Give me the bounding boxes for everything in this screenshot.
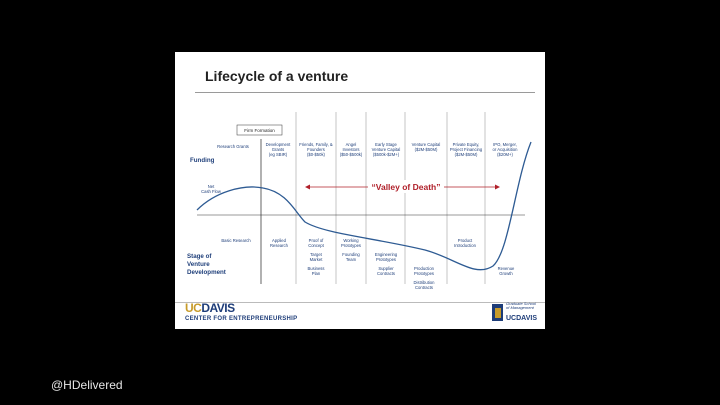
stage-product-1: Product	[458, 238, 473, 243]
funding-development-grants-1: Development	[266, 142, 292, 147]
funding-label: Funding	[190, 157, 215, 164]
net-cash-flow-curve	[196, 141, 532, 271]
funding-pe-2: Project Financing	[450, 147, 483, 152]
lifecycle-diagram: Firm Formation Funding Stage of Venture …	[187, 112, 532, 290]
stage-applied-2: Research	[270, 243, 289, 248]
funding-angel-2: Investors	[343, 147, 360, 152]
sub-distribution-1: Distribution	[414, 280, 436, 285]
funding-vc-2: ($2M-$50M)	[415, 147, 438, 152]
funding-vc-1: Venture Capital	[412, 142, 441, 147]
valley-of-death-label: “Valley of Death”	[372, 182, 441, 192]
stage-poc-2: Concept	[308, 243, 324, 248]
sub-business-1: Business	[308, 266, 325, 271]
stage-basic-research: Basic Research	[221, 238, 251, 243]
funding-early-vc-3: ($500k-$2M+)	[373, 152, 400, 157]
stage-label-line2: Venture	[187, 261, 210, 268]
twitter-handle: @HDelivered	[51, 378, 123, 392]
stage-poc-1: Proof of	[309, 238, 325, 243]
funding-development-grants-2: Grants	[272, 147, 285, 152]
column-dividers	[295, 112, 486, 284]
stage-working-2: Prototypes	[341, 243, 361, 248]
valley-of-death: “Valley of Death”	[305, 180, 500, 193]
funding-fff-3: ($0-$50k)	[307, 152, 326, 157]
sub-production-1: Production	[414, 266, 435, 271]
stage-label-line3: Development	[187, 269, 226, 276]
stage-product-2: Introduction	[454, 243, 477, 248]
footer-rule	[175, 302, 545, 303]
sub-founding-1: Founding	[342, 252, 360, 257]
sub-supplier-1: Supplier	[378, 266, 394, 271]
funding-angel-1: Angel	[346, 142, 357, 147]
funding-development-grants-3: (eg SBIR)	[269, 152, 288, 157]
sub-production-2: Prototypes	[414, 271, 434, 276]
sub-supplier-2: Contracts	[377, 271, 395, 276]
stages: Basic Research Applied Research Proof of…	[221, 238, 515, 290]
stage-engineering-2: Prototypes	[376, 257, 396, 262]
sub-target-1: Target	[310, 252, 322, 257]
stage-label-line1: Stage of	[187, 253, 212, 260]
funding-angel-3: ($50-$500k)	[340, 152, 363, 157]
funding-columns: Research Grants Development Grants (eg S…	[217, 142, 518, 157]
firm-formation-label: Firm Formation	[244, 128, 275, 133]
stage-applied-1: Applied	[272, 238, 287, 243]
stage-engineering-1: Engineering	[375, 252, 398, 257]
stage-revenue-1: Revenue	[498, 266, 515, 271]
funding-early-vc-2: Venture Capital	[372, 147, 401, 152]
funding-fff-1: Friends, Family, &	[299, 142, 333, 147]
sub-business-2: Plan	[312, 271, 321, 276]
net-cash-flow-line1: Net	[208, 184, 215, 189]
sub-founding-2: Team	[346, 257, 357, 262]
funding-ipo-2: or Acquisition	[493, 147, 519, 152]
funding-pe-3: ($2M-$50M)	[455, 152, 478, 157]
center-for-entrepreneurship-label: CENTER FOR ENTREPRENEURSHIP	[185, 316, 298, 322]
funding-fff-2: Founders	[307, 147, 325, 152]
net-cash-flow-line2: Cash Flow	[201, 189, 222, 194]
firm-formation-box	[236, 124, 283, 136]
ucdavis-logo: UCDAVIS	[185, 301, 235, 315]
sub-distribution-2: Contracts	[415, 285, 433, 290]
funding-early-vc-1: Early Stage	[375, 142, 397, 147]
funding-ipo-3: ($20M+)	[497, 152, 513, 157]
sub-target-2: Market	[310, 257, 324, 262]
title-rule	[195, 92, 535, 93]
funding-research-grants: Research Grants	[217, 144, 249, 149]
slide-title: Lifecycle of a venture	[205, 68, 349, 84]
slide: Lifecycle of a venture Firm Formation Fu…	[175, 52, 545, 329]
stage-revenue-2: Growth	[499, 271, 513, 276]
stage-working-1: Working	[343, 238, 359, 243]
funding-ipo-1: IPO, Merger,	[493, 142, 517, 147]
funding-pe-1: Private Equity,	[453, 142, 480, 147]
